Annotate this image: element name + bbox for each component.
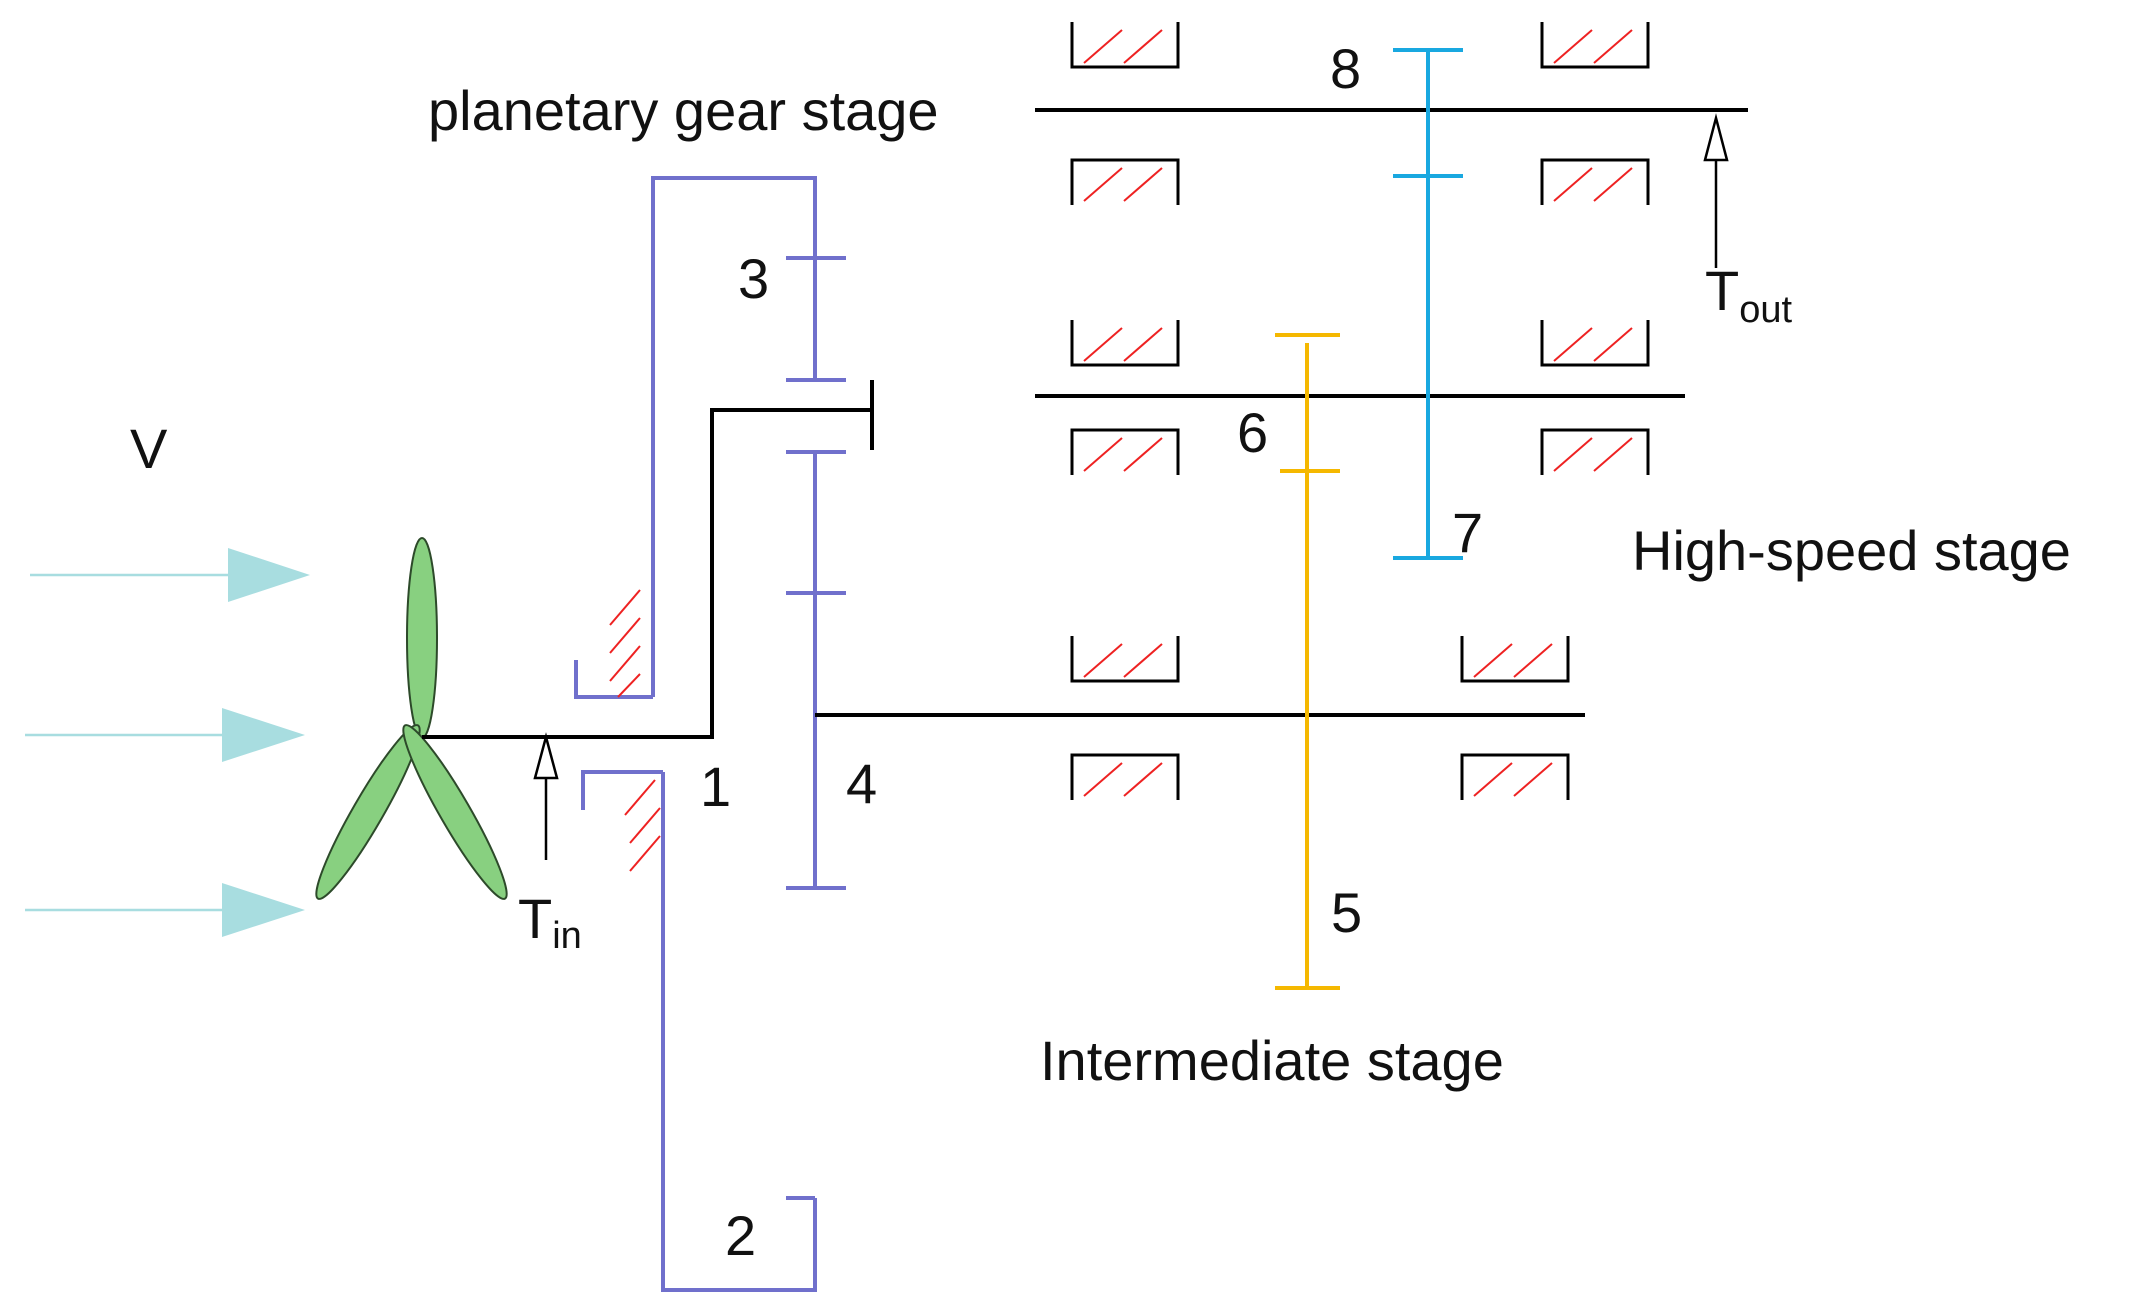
bearing-box (1070, 753, 1180, 800)
wind-arrow-middle (25, 708, 305, 762)
input-shaft (422, 408, 872, 739)
bearing-box (1070, 428, 1180, 475)
bearing-box (1540, 158, 1650, 205)
torque-out-label: Tout (1705, 259, 1792, 331)
bearing-box (1540, 22, 1650, 69)
bearing-box (1070, 22, 1180, 69)
intermediate-gears (1275, 333, 1340, 990)
gear-number-7: 7 (1452, 501, 1483, 564)
torque-out-main: T (1705, 259, 1739, 322)
gear-number-2: 2 (725, 1204, 756, 1267)
blade-lower-right (402, 724, 508, 900)
torque-out-arrow (1703, 113, 1729, 268)
bearing-box (1460, 636, 1570, 683)
bearing-box (1070, 320, 1180, 367)
bearing-box (1070, 158, 1180, 205)
intermediate-stage-label: Intermediate stage (1040, 1029, 1504, 1092)
ring-gear (574, 176, 846, 1292)
torque-in-main: T (518, 887, 552, 950)
gear-number-3: 3 (738, 247, 769, 310)
rotor-blades (315, 537, 508, 900)
wind-arrows (25, 548, 310, 937)
torque-out-sub: out (1739, 289, 1792, 331)
bearing-box (1540, 428, 1650, 475)
gear-number-6: 6 (1237, 401, 1268, 464)
bearing-housings (1070, 22, 1650, 800)
planet-gear (786, 258, 846, 382)
wind-arrow-top (30, 548, 310, 602)
planetary-stage-label: planetary gear stage (428, 79, 939, 142)
bearing-box (1460, 753, 1570, 800)
gear-number-1: 1 (700, 755, 731, 818)
torque-in-label: Tin (518, 887, 582, 957)
input-bearings (609, 589, 661, 872)
blade-lower-left (315, 724, 421, 900)
gear-number-8: 8 (1330, 37, 1361, 100)
bearing-box (1540, 320, 1650, 367)
high-speed-stage-label: High-speed stage (1632, 519, 2071, 582)
gear-number-5: 5 (1331, 881, 1362, 944)
high-speed-gears (1393, 48, 1463, 560)
sun-gear (786, 450, 846, 890)
bearing-box (1070, 636, 1180, 683)
torque-in-arrow (533, 732, 559, 860)
blade-top (406, 537, 438, 739)
torque-in-sub: in (552, 915, 582, 957)
wind-arrow-bottom (25, 883, 305, 937)
wind-label: V (130, 417, 168, 480)
gear-number-4: 4 (846, 752, 877, 815)
